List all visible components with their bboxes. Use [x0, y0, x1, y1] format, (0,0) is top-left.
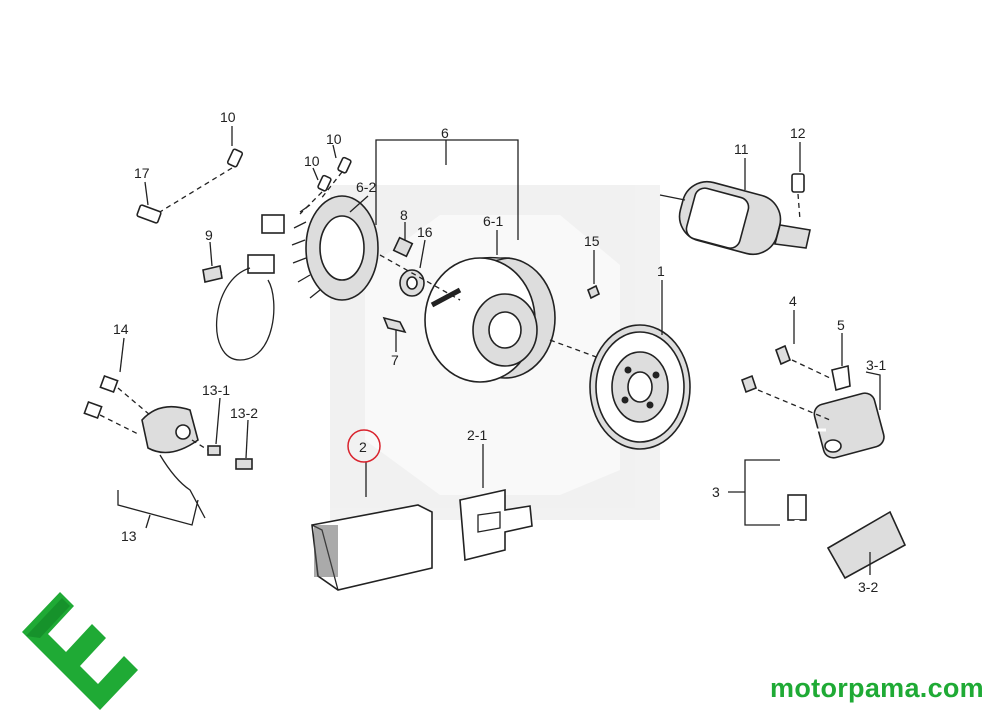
pin-15-part: [586, 284, 601, 300]
callout-13: 13: [121, 528, 137, 544]
callout-14: 14: [113, 321, 129, 337]
callout-3: 3: [712, 484, 720, 500]
clip-17-part: [136, 204, 162, 224]
small-hardware: [379, 236, 611, 363]
callout-3-1: 3-1: [866, 357, 886, 373]
flywheel-rotor: [424, 256, 556, 383]
grommet-9-part: [202, 265, 223, 283]
callout-6-1: 6-1: [483, 213, 503, 229]
screw-10-parts: [149, 148, 352, 219]
highlight-circle: [347, 429, 381, 463]
callout-labels: 10 10 10 17 6-2 9 6 8 16 6-1 7 15 1 11 1…: [113, 109, 886, 595]
callout-15: 15: [584, 233, 600, 249]
callout-13-2: 13-2: [230, 405, 258, 421]
ignition-coil-3: [741, 344, 907, 589]
callout-6: 6: [441, 125, 449, 141]
callout-10: 10: [326, 131, 342, 147]
callout-11: 11: [734, 141, 749, 157]
callout-3-2: 3-2: [858, 579, 878, 595]
callout-13-1: 13-1: [202, 382, 230, 398]
callout-2-1: 2-1: [467, 427, 487, 443]
callout-10: 10: [304, 153, 320, 169]
callout-8: 8: [400, 207, 408, 223]
callout-1: 1: [657, 263, 665, 279]
callout-12: 12: [790, 125, 806, 141]
callout-5: 5: [837, 317, 845, 333]
starter-gear: [589, 324, 691, 450]
callout-7: 7: [391, 352, 399, 368]
cdi-unit-2-1: [459, 489, 533, 562]
callout-6-2: 6-2: [356, 179, 376, 195]
callout-9: 9: [205, 227, 213, 243]
leader-lines: [117, 126, 881, 575]
pulse-generator-13: [83, 374, 253, 519]
callout-10: 10: [220, 109, 236, 125]
callout-17: 17: [134, 165, 150, 181]
starter-motor: [659, 173, 811, 256]
callout-16: 16: [417, 224, 433, 240]
stator-coil-assembly: [204, 195, 379, 361]
brand-logo: [22, 592, 138, 710]
cdi-unit-2: [311, 504, 433, 591]
callout-4: 4: [789, 293, 797, 309]
callout-2: 2: [359, 439, 367, 455]
watermark-url: motorpama.com: [770, 673, 984, 703]
